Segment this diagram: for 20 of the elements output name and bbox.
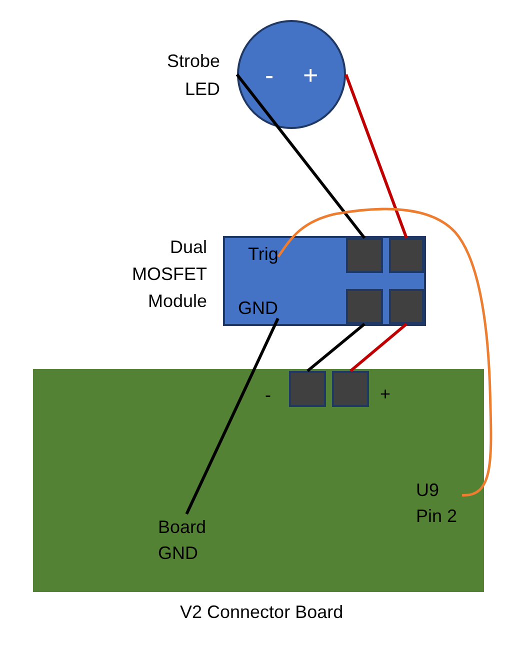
polarity-sign: - — [265, 62, 274, 88]
connection-label: U9 Pin 2 — [416, 477, 462, 529]
polarity-sign: + — [380, 383, 391, 406]
wire — [306, 322, 366, 372]
board-caption: V2 Connector Board — [180, 601, 344, 624]
terminal-pad — [389, 289, 424, 324]
terminal-pad — [346, 289, 383, 324]
wire — [236, 74, 366, 239]
polarity-sign: - — [265, 384, 271, 407]
component-label: Dual MOSFET Module — [131, 236, 207, 313]
pin-label: GND — [238, 295, 278, 321]
terminal-pad — [389, 238, 424, 273]
component-label: Strobe LED — [166, 50, 220, 101]
polarity-sign: + — [303, 62, 318, 88]
pin-label: Trig — [248, 241, 278, 267]
wire — [344, 74, 408, 239]
wire — [350, 322, 408, 372]
terminal-pad — [346, 238, 383, 273]
wire — [277, 208, 492, 496]
connection-label: Board GND — [158, 514, 210, 566]
